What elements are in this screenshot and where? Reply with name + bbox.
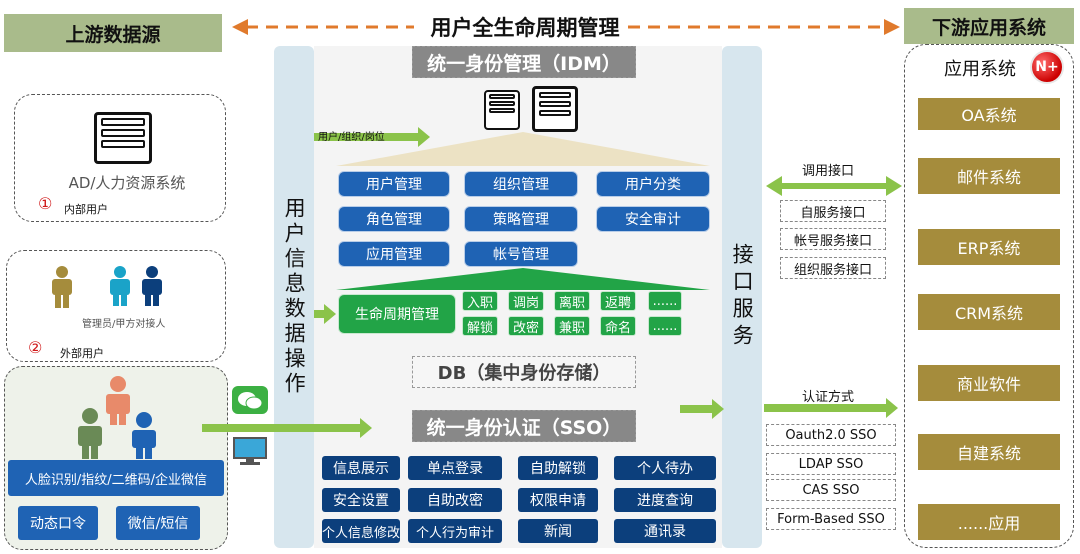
app-erp[interactable]: ERP系统 (918, 229, 1060, 265)
call-interface-label: 调用接口 (802, 164, 855, 179)
app-custom[interactable]: 自建系统 (918, 434, 1060, 470)
security-audit-button[interactable]: 安全审计 (596, 206, 710, 232)
idm-triangle (336, 132, 710, 166)
lifecycle-parttime[interactable]: 兼职 (554, 316, 590, 336)
auth-method-arrow (764, 398, 898, 418)
upstream-header: 上游数据源 (4, 14, 222, 52)
role-management-button[interactable]: 角色管理 (338, 206, 450, 232)
app-more[interactable]: ......应用 (918, 504, 1060, 540)
app-crm[interactable]: CRM系统 (918, 294, 1060, 330)
app-mail[interactable]: 邮件系统 (918, 158, 1060, 194)
interface-service-label: 接口服务 (730, 243, 755, 351)
db-storage-box: DB（集中身份存储） (412, 356, 636, 388)
sso-contacts[interactable]: 通讯录 (614, 519, 716, 543)
wechat-sms-button[interactable]: 微信/短信 (116, 506, 200, 540)
downstream-title: 应用系统 (944, 59, 1016, 80)
lifecycle-arrow (314, 304, 336, 324)
sso-single-sign-on[interactable]: 单点登录 (408, 456, 502, 480)
sso-todo[interactable]: 个人待办 (614, 456, 716, 480)
auth-to-sso-arrow (202, 418, 372, 438)
lifecycle-title: 用户全生命周期管理 (430, 16, 620, 40)
external-users-label: 外部用户 (60, 347, 104, 360)
user-category-button[interactable]: 用户分类 (596, 171, 710, 197)
user-management-button[interactable]: 用户管理 (338, 171, 450, 197)
people-icon (52, 266, 162, 308)
app-management-button[interactable]: 应用管理 (338, 241, 450, 267)
auth-ldap: LDAP SSO (766, 453, 896, 475)
auth-cas: CAS SSO (766, 479, 896, 501)
policy-management-button[interactable]: 策略管理 (464, 206, 578, 232)
lifecycle-rehire[interactable]: 返聘 (600, 291, 636, 311)
api-account-service: 帐号服务接口 (780, 228, 886, 250)
user-org-label: 用户/组织/岗位 (318, 132, 385, 143)
auth-methods-bar: 人脸识别/指纹/二维码/企业微信 (8, 460, 224, 496)
user-org-arrow (314, 127, 430, 147)
lifecycle-transfer[interactable]: 调岗 (508, 291, 544, 311)
sso-profile-edit[interactable]: 个人信息修改 (322, 519, 400, 543)
ad-system-label: AD/人力资源系统 (68, 174, 186, 192)
users-group-icon (78, 376, 156, 459)
sso-news[interactable]: 新闻 (518, 519, 598, 543)
account-management-button[interactable]: 帐号管理 (464, 241, 578, 267)
downstream-header: 下游应用系统 (904, 8, 1074, 44)
sso-self-unlock[interactable]: 自助解锁 (518, 456, 598, 480)
auth-method-label: 认证方式 (802, 390, 855, 405)
lifecycle-triangle (336, 268, 710, 290)
admin-label: 管理员/甲方对接人 (82, 319, 166, 330)
lifecycle-more-2[interactable]: ...... (648, 316, 682, 336)
app-oa[interactable]: OA系统 (918, 98, 1060, 130)
monitor-icon (233, 437, 267, 465)
sso-title: 统一身份认证（SSO） (412, 410, 636, 442)
sso-info-display[interactable]: 信息展示 (322, 456, 400, 480)
external-number: ② (28, 338, 43, 357)
app-commercial[interactable]: 商业软件 (918, 365, 1060, 401)
dynamic-token-button[interactable]: 动态口令 (18, 506, 98, 540)
auth-form-based: Form-Based SSO (766, 508, 896, 530)
call-interface-arrow (766, 176, 902, 196)
sso-permission-request[interactable]: 权限申请 (518, 488, 598, 512)
server-icon-large (532, 86, 578, 132)
wechat-icon (232, 386, 268, 414)
user-ops-label: 用户信息数据操作 (282, 197, 307, 397)
n-plus-badge: N+ (1030, 50, 1064, 84)
lifecycle-naming[interactable]: 命名 (600, 316, 636, 336)
lifecycle-double-arrow (232, 19, 900, 35)
server-icon-small (484, 90, 520, 130)
internal-number: ① (38, 194, 53, 213)
interface-service-column: 接口服务 (722, 46, 762, 548)
downstream-box (904, 44, 1074, 548)
lifecycle-unlock[interactable]: 解锁 (462, 316, 498, 336)
user-ops-column: 用户信息数据操作 (274, 46, 314, 548)
api-org-service: 组织服务接口 (780, 257, 886, 279)
idm-title: 统一身份管理（IDM） (412, 46, 636, 78)
api-self-service: 自服务接口 (780, 200, 886, 222)
sso-to-interface-arrow (680, 399, 724, 419)
lifecycle-change-password[interactable]: 改密 (508, 316, 544, 336)
sso-security-settings[interactable]: 安全设置 (322, 488, 400, 512)
lifecycle-more-1[interactable]: ...... (648, 291, 682, 311)
external-source-box (6, 250, 226, 362)
sso-progress-query[interactable]: 进度查询 (614, 488, 716, 512)
lifecycle-onboard[interactable]: 入职 (462, 291, 498, 311)
internal-users-label: 内部用户 (64, 203, 108, 216)
org-management-button[interactable]: 组织管理 (464, 171, 578, 197)
lifecycle-management-button[interactable]: 生命周期管理 (338, 294, 456, 334)
sso-self-change-password[interactable]: 自助改密 (408, 488, 502, 512)
sso-behavior-audit[interactable]: 个人行为审计 (408, 519, 502, 543)
lifecycle-leave[interactable]: 离职 (554, 291, 590, 311)
server-icon (94, 112, 152, 164)
auth-oauth2: Oauth2.0 SSO (766, 424, 896, 446)
ad-source-box (14, 94, 226, 222)
